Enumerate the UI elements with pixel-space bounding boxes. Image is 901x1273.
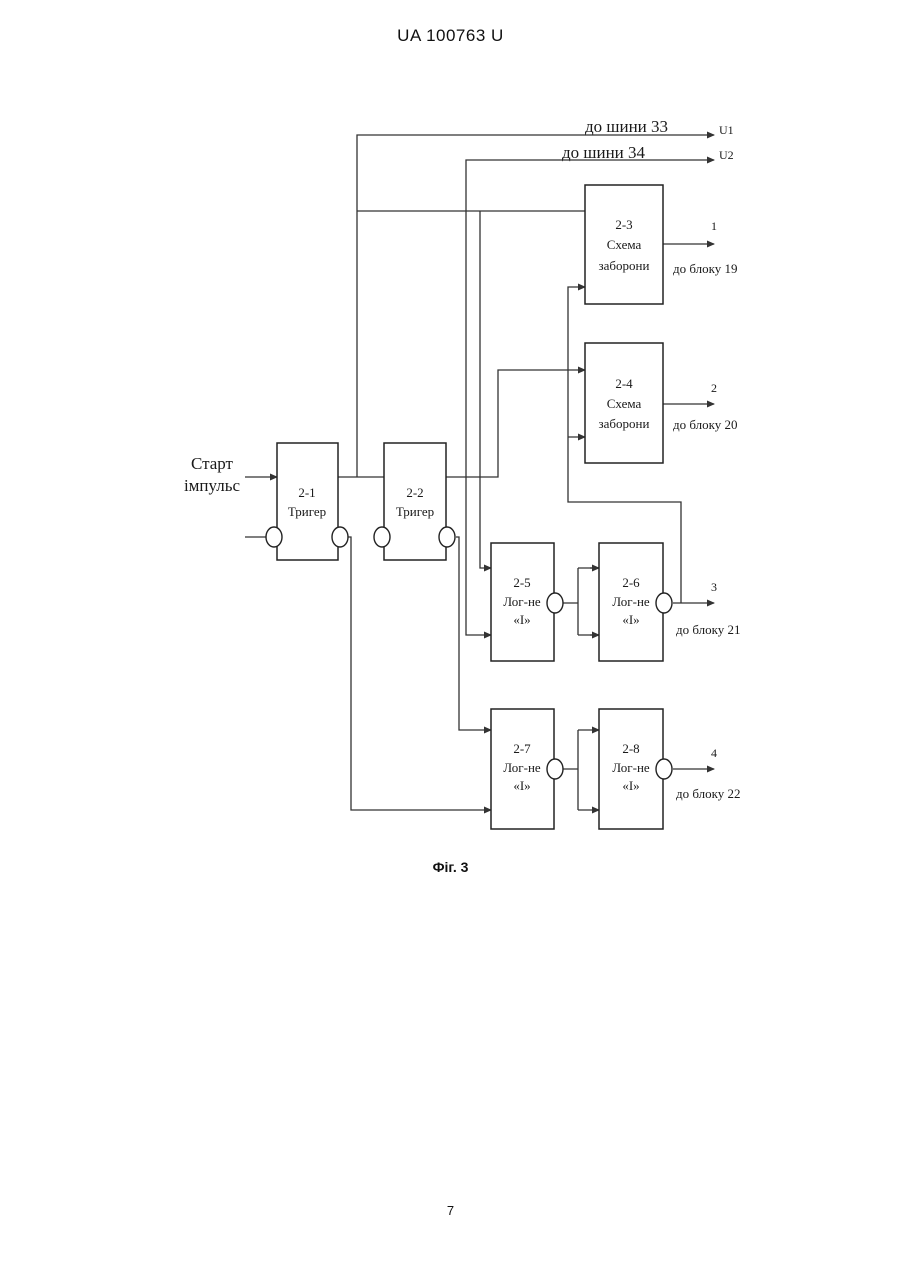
- block-2-7-name2: «І»: [513, 778, 530, 793]
- wire-trig2-inv-to-2-7: [456, 537, 491, 730]
- block-2-2-box: [384, 443, 446, 560]
- block-2-7: 2-7 Лог-не «І»: [491, 709, 563, 829]
- block-2-4: 2-4 Схема заборони: [585, 343, 663, 463]
- start-label-line1: Старт: [191, 454, 234, 473]
- block-2-4-id: 2-4: [615, 376, 633, 391]
- start-label-line2: імпульс: [184, 476, 241, 495]
- block-2-4-name2: заборони: [599, 416, 650, 431]
- block-2-6-name: Лог-не: [612, 594, 650, 609]
- block-2-8-id: 2-8: [622, 741, 639, 756]
- block-2-2-id: 2-2: [406, 485, 423, 500]
- block-2-3-id: 2-3: [615, 217, 632, 232]
- block-2-2-name: Тригер: [396, 504, 434, 519]
- output-4-target: до блоку 22: [676, 786, 741, 801]
- wire-trig1-inv-to-2-7: [348, 537, 491, 810]
- block-2-3-name2: заборони: [599, 258, 650, 273]
- block-2-2-inverted-output: [439, 527, 455, 547]
- block-2-8-name: Лог-не: [612, 760, 650, 775]
- block-2-6-inverted-output: [656, 593, 672, 613]
- output-2-target: до блоку 20: [673, 417, 738, 432]
- bus-33-label: до шини 33: [585, 117, 668, 136]
- wire-2-5-to-2-6: [563, 568, 599, 635]
- block-2-1-id: 2-1: [298, 485, 315, 500]
- block-2-2: 2-2 Тригер: [374, 443, 455, 560]
- block-2-1-inverted-input: [266, 527, 282, 547]
- output-3-target: до блоку 21: [676, 622, 741, 637]
- wire-tap-to-2-5-bottom: [466, 477, 491, 635]
- block-2-4-name: Схема: [607, 396, 642, 411]
- wire-2-7-to-2-8: [563, 730, 578, 810]
- block-2-6-id: 2-6: [622, 575, 640, 590]
- output-4-number: 4: [711, 746, 717, 760]
- output-1-number: 1: [711, 219, 717, 233]
- block-2-5-id: 2-5: [513, 575, 530, 590]
- bus-33-signal: U1: [719, 123, 734, 137]
- block-2-8: 2-8 Лог-не «І»: [599, 709, 672, 829]
- page-number: 7: [0, 1203, 901, 1218]
- block-2-7-inverted-output: [547, 759, 563, 779]
- wire-tap-to-2-5-top: [480, 211, 491, 568]
- wire-trig2-to-inhibit-2-4: [446, 370, 585, 477]
- output-2-number: 2: [711, 381, 717, 395]
- bus-34-label: до шини 34: [562, 143, 646, 162]
- block-2-5-inverted-output: [547, 593, 563, 613]
- block-2-3-name: Схема: [607, 237, 642, 252]
- block-2-5: 2-5 Лог-не «І»: [491, 543, 563, 661]
- block-2-7-name: Лог-не: [503, 760, 541, 775]
- block-2-6-name2: «І»: [622, 612, 639, 627]
- block-2-5-name2: «І»: [513, 612, 530, 627]
- block-2-7-id: 2-7: [513, 741, 531, 756]
- block-2-1-box: [277, 443, 338, 560]
- block-2-3: 2-3 Схема заборони: [585, 185, 663, 304]
- block-2-6: 2-6 Лог-не «І»: [599, 543, 672, 661]
- output-1-target: до блоку 19: [673, 261, 738, 276]
- block-2-1: 2-1 Тригер: [266, 443, 348, 560]
- block-2-1-name: Тригер: [288, 504, 326, 519]
- figure-caption: Фіг. 3: [0, 859, 901, 875]
- bus-34-signal: U2: [719, 148, 734, 162]
- block-2-8-name2: «І»: [622, 778, 639, 793]
- block-2-8-inverted-output: [656, 759, 672, 779]
- block-2-2-inverted-input: [374, 527, 390, 547]
- block-2-1-inverted-output: [332, 527, 348, 547]
- block-2-5-name: Лог-не: [503, 594, 541, 609]
- output-3-number: 3: [711, 580, 717, 594]
